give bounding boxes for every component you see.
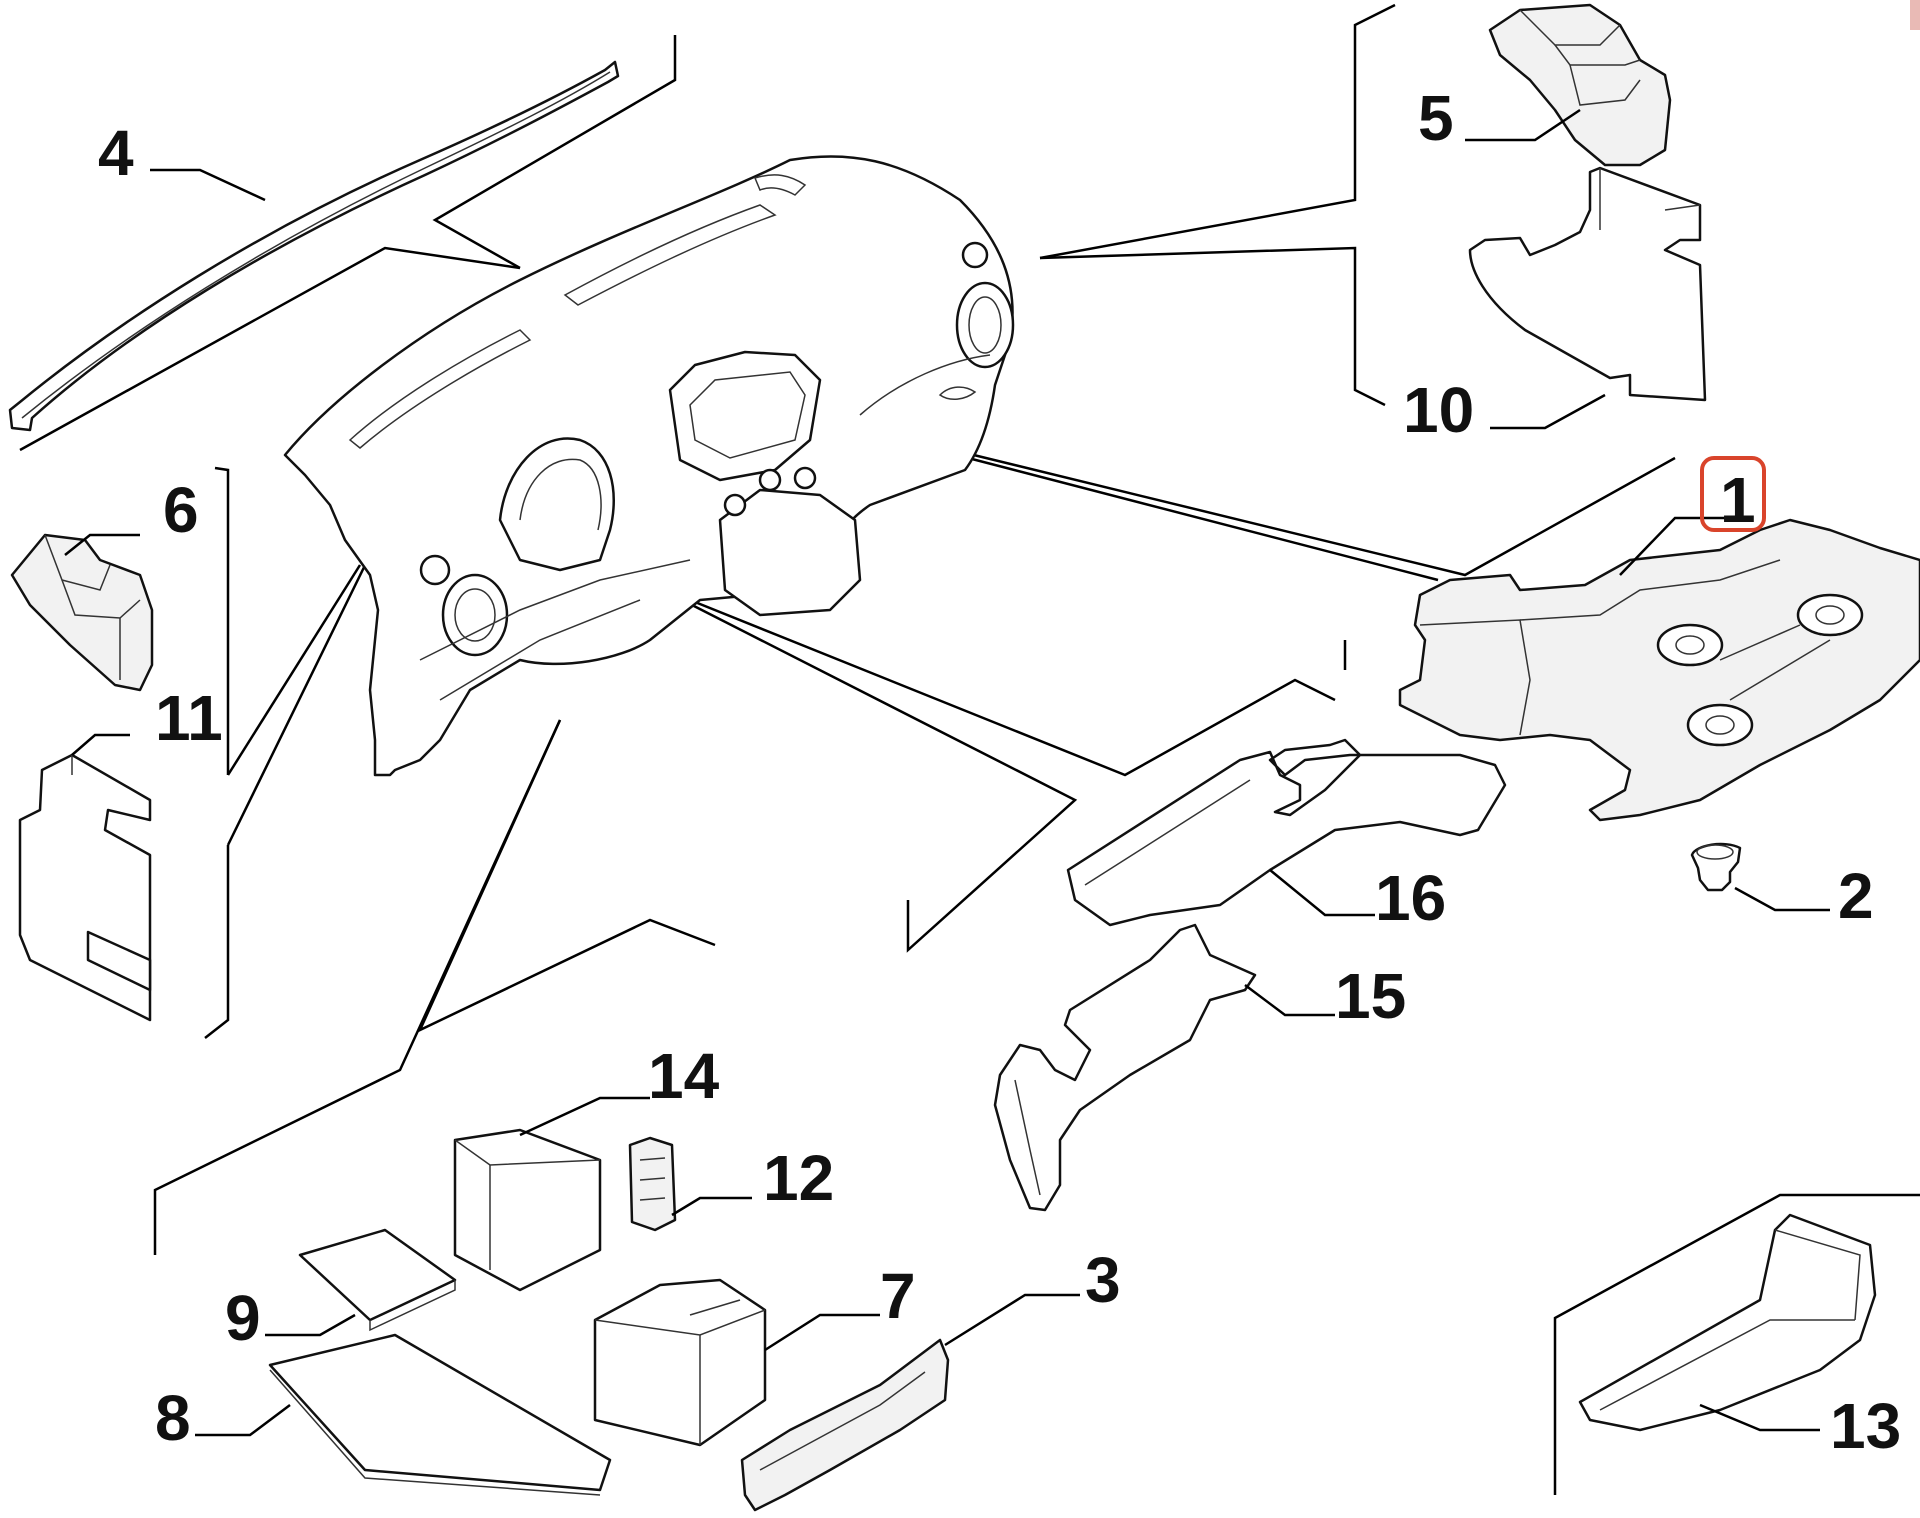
part-8-foam-panel [268, 1333, 612, 1496]
callout-12: 12 [763, 1142, 834, 1214]
leader-lines [19, 3, 1920, 1495]
callout-5: 5 [1418, 82, 1454, 154]
callout-leaders [64, 108, 1830, 1437]
callout-numbers: 4 5 10 6 11 1 2 16 15 14 12 3 7 9 8 13 [98, 82, 1901, 1462]
part-9-foam-pad [298, 1228, 457, 1332]
callout-11: 11 [155, 682, 223, 754]
part-11-foam-panel [18, 753, 152, 1022]
corner-marker [1910, 0, 1920, 30]
callout-7: 7 [880, 1260, 916, 1332]
part-14-foam-cube [453, 1128, 602, 1292]
part-2-clip [1690, 842, 1742, 892]
part-3-trim-piece [740, 1338, 950, 1512]
callout-4: 4 [98, 117, 134, 189]
part-10-foam-panel [1468, 166, 1707, 402]
callout-8: 8 [155, 1382, 191, 1454]
part-6-foam-block [10, 533, 154, 692]
part-12-clip-block [628, 1136, 677, 1232]
part-7-foam-cube [593, 1278, 767, 1447]
part-13-bracket [1578, 1213, 1877, 1432]
callout-9: 9 [225, 1282, 261, 1354]
part-5-foam-block [1488, 3, 1672, 167]
callout-15: 15 [1335, 960, 1406, 1032]
callout-6: 6 [163, 474, 199, 546]
callout-3: 3 [1085, 1244, 1121, 1316]
part-1-dashboard-insulation [1398, 518, 1920, 822]
callout-14: 14 [648, 1040, 720, 1112]
callout-16: 16 [1375, 862, 1446, 934]
part-16-foam-strip [1066, 738, 1507, 927]
callout-13: 13 [1830, 1390, 1901, 1462]
callout-10: 10 [1403, 374, 1474, 446]
part-15-foam-strip [993, 923, 1257, 1212]
callout-2: 2 [1838, 860, 1874, 932]
dashboard-assembly [283, 155, 1015, 777]
callout-1: 1 [1720, 464, 1756, 536]
highlight-box [1700, 456, 1766, 532]
part-4-trim-strip [8, 60, 620, 432]
